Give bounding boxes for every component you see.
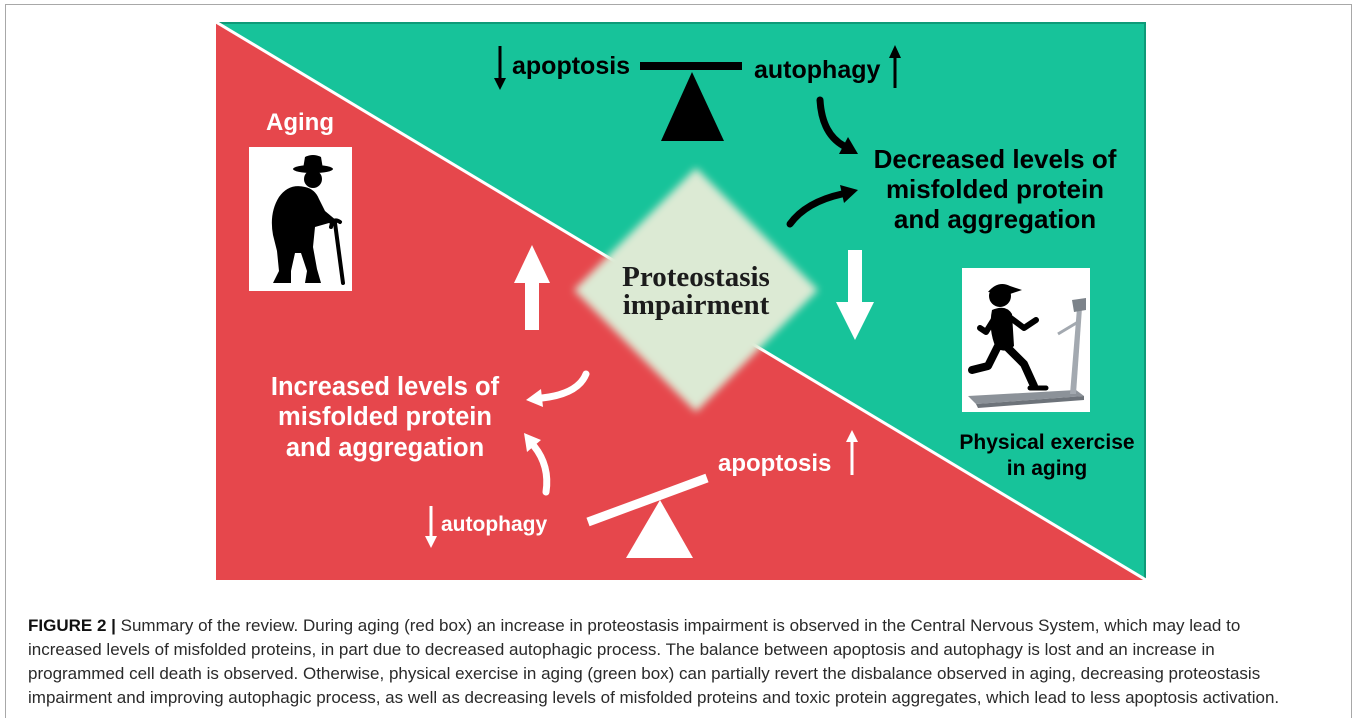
caption-line: programmed cell death is observed. Other… [28, 662, 1346, 686]
runner-cap [988, 284, 1022, 294]
curved-arrow-icon [816, 96, 858, 154]
arrow-head [494, 78, 506, 90]
aging-outcome: Increased levels of misfolded protein an… [271, 373, 500, 462]
arrow-up-icon [846, 430, 858, 475]
balance-beam [586, 473, 709, 527]
runner-front-leg [1004, 344, 1038, 390]
treadmill-runner-icon [962, 268, 1090, 412]
arrow-head [889, 45, 901, 58]
man-body [271, 186, 337, 283]
curved-arrow-icon [786, 185, 858, 228]
arrow-head [836, 302, 874, 340]
exercise-region-border [217, 22, 1146, 579]
arrow-up-icon [889, 45, 901, 88]
center-node: Proteostasis impairment [574, 168, 818, 412]
runner-back-arm [977, 313, 999, 335]
arrow-head [839, 137, 858, 154]
picture-background [962, 268, 1090, 412]
aging-outcome-line3: and aggregation [286, 434, 484, 462]
exercise-label-line2: in aging [1007, 457, 1088, 480]
balance-beam [640, 62, 742, 70]
caption-text: programmed cell death is observed. Other… [28, 664, 1261, 683]
cane-handle [329, 218, 342, 229]
figure-label: FIGURE 2 | [28, 616, 116, 635]
caption-line: impairment and improving autophagic proc… [28, 686, 1346, 710]
arrow-head [840, 185, 858, 203]
exercise-outcome-line3: and aggregation [894, 204, 1096, 234]
arrow-head [524, 433, 541, 452]
proteostasis-diagram: Proteostasis impairment apoptosis autoph… [216, 22, 1146, 580]
exercise-label-line1: Physical exercise [959, 431, 1134, 454]
aging-outcome-line1: Increased levels of [271, 373, 500, 401]
arrow-shaft [530, 442, 551, 496]
hat-crown [303, 155, 323, 169]
man-head [304, 170, 322, 188]
arrow-shaft [786, 190, 846, 228]
exercise-apoptosis-label: apoptosis [512, 52, 630, 80]
exercise-label: Physical exercise in aging [959, 431, 1134, 480]
aging-apoptosis-label: apoptosis [718, 450, 831, 477]
caption-line: increased levels of misfolded proteins, … [28, 638, 1346, 662]
exercise-outcome-line2: misfolded protein [886, 174, 1104, 204]
arrow-shaft [538, 370, 590, 402]
curved-arrow-icon [526, 370, 590, 407]
treadmill-deck [968, 390, 1084, 404]
center-diamond [574, 168, 818, 412]
balance-fulcrum [626, 500, 693, 558]
aging-autophagy-label: autophagy [441, 513, 547, 536]
arrow-head [846, 430, 858, 442]
figure-caption: FIGURE 2 | Summary of the review. During… [28, 614, 1346, 710]
exercise-outcome: Decreased levels of misfolded protein an… [874, 144, 1117, 234]
treadmill-handrail [1057, 320, 1079, 336]
runner-back-leg [968, 342, 1002, 374]
exercise-outcome-line1: Decreased levels of [874, 144, 1117, 174]
center-label-line2: impairment [623, 289, 770, 321]
caption-text: increased levels of misfolded proteins, … [28, 640, 1215, 659]
runner-front-arm [1005, 313, 1039, 331]
runner-silhouette [968, 284, 1049, 391]
treadmill-base [976, 396, 1084, 408]
aging-title: Aging [266, 109, 334, 136]
arrow-down-icon [425, 506, 437, 548]
arrow-shaft [816, 96, 848, 150]
arrow-down-icon [836, 250, 874, 340]
figure-frame [5, 4, 1352, 718]
treadmill-upright [1070, 308, 1082, 394]
arrow-head [425, 536, 437, 548]
exercise-autophagy-label: autophagy [754, 56, 880, 84]
arrow-head [526, 389, 543, 407]
balance-fulcrum [661, 72, 724, 141]
walking-cane [333, 221, 345, 285]
exercise-balance: apoptosis autophagy [494, 45, 901, 141]
caption-text: Summary of the review. During aging (red… [120, 616, 1241, 635]
caption-line: FIGURE 2 | Summary of the review. During… [28, 614, 1346, 638]
elderly-man-with-cane-icon [249, 147, 352, 291]
arrow-shaft [525, 281, 539, 330]
elderly-man-silhouette [271, 155, 345, 285]
center-label-line1: Proteostasis [622, 261, 770, 293]
arrow-up-icon [514, 245, 550, 330]
caption-text: impairment and improving autophagic proc… [28, 688, 1280, 707]
curved-arrow-icon [524, 433, 551, 496]
arrow-down-icon [494, 46, 506, 90]
treadmill-console [1072, 298, 1086, 312]
aging-balance: autophagy apoptosis [425, 430, 858, 558]
arrow-head [514, 245, 550, 283]
aging-outcome-line2: misfolded protein [278, 403, 492, 431]
arrow-shaft [848, 250, 862, 304]
